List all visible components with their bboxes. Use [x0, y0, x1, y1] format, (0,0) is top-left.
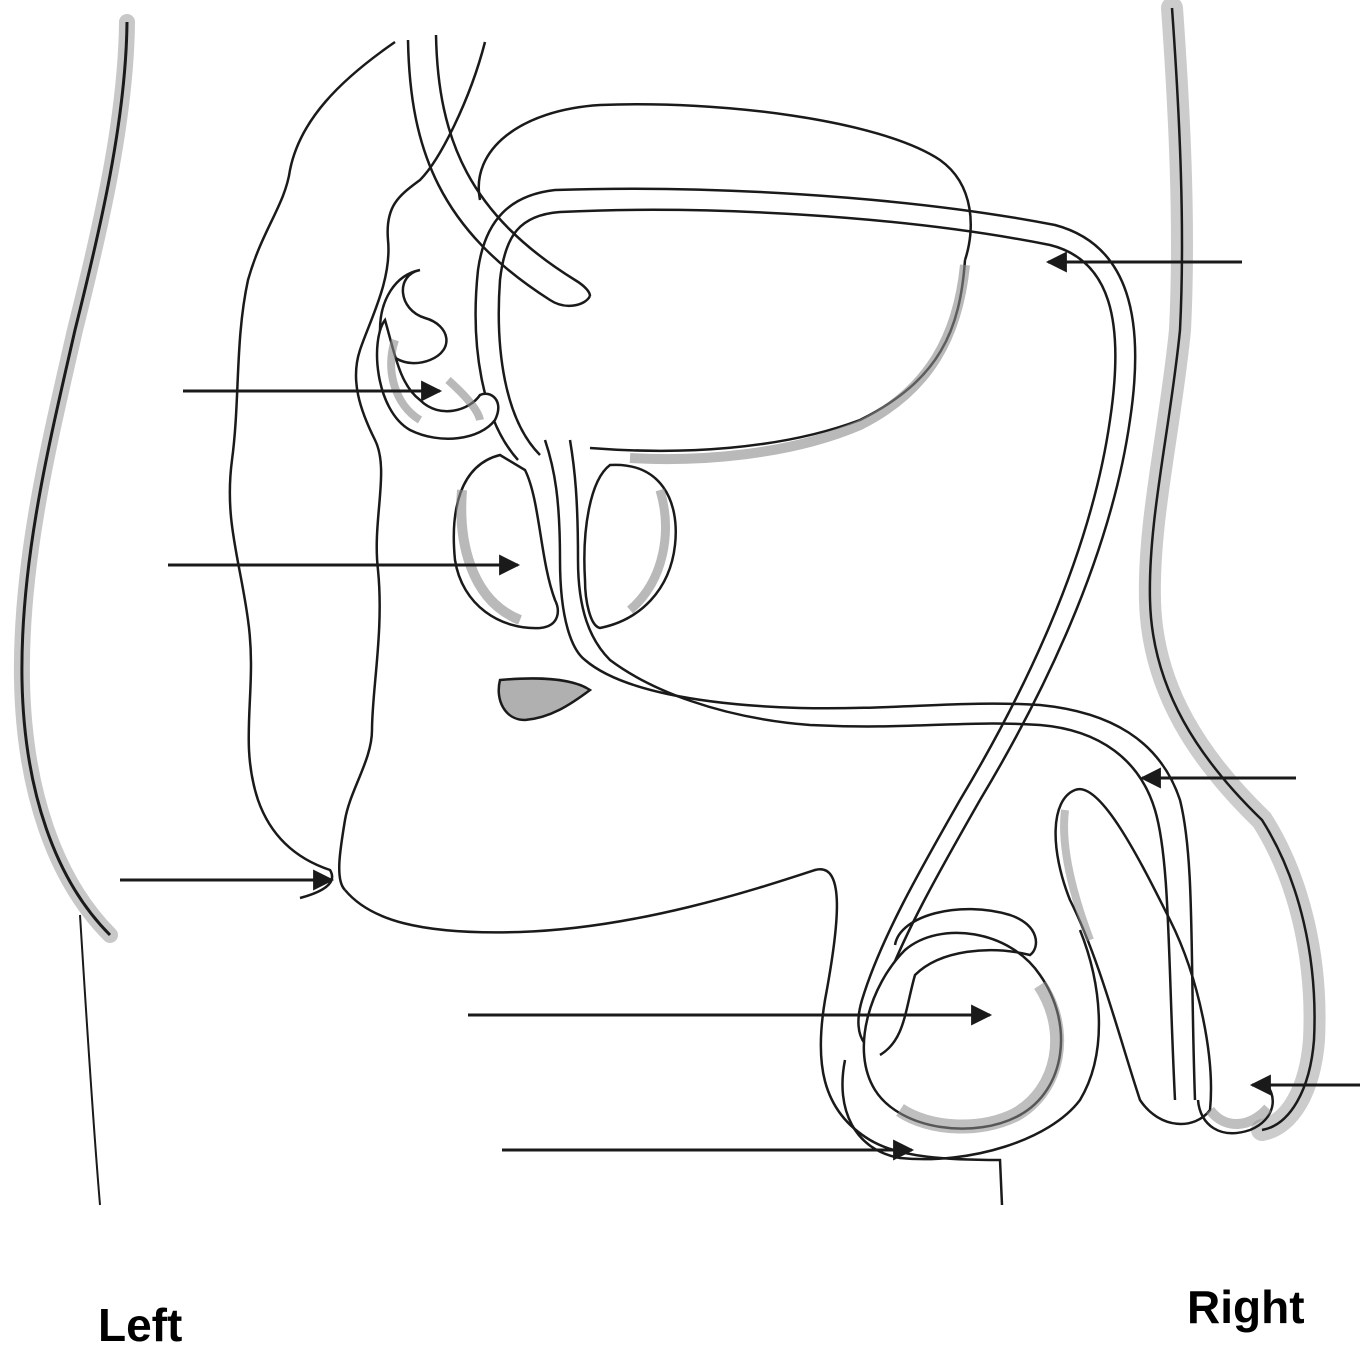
body-outline-back — [22, 22, 127, 1205]
testis — [864, 933, 1061, 1129]
body-outline-front — [1150, 8, 1315, 1130]
vas-deferens — [476, 189, 1136, 1050]
bulbourethral-gland — [499, 678, 590, 720]
rectum — [230, 42, 485, 898]
prostate-gland — [454, 455, 676, 628]
bladder — [479, 104, 971, 459]
ureter — [408, 35, 590, 306]
label-right: Right — [1187, 1284, 1305, 1330]
label-left: Left — [98, 1302, 182, 1348]
seminal-vesicle — [377, 270, 498, 439]
